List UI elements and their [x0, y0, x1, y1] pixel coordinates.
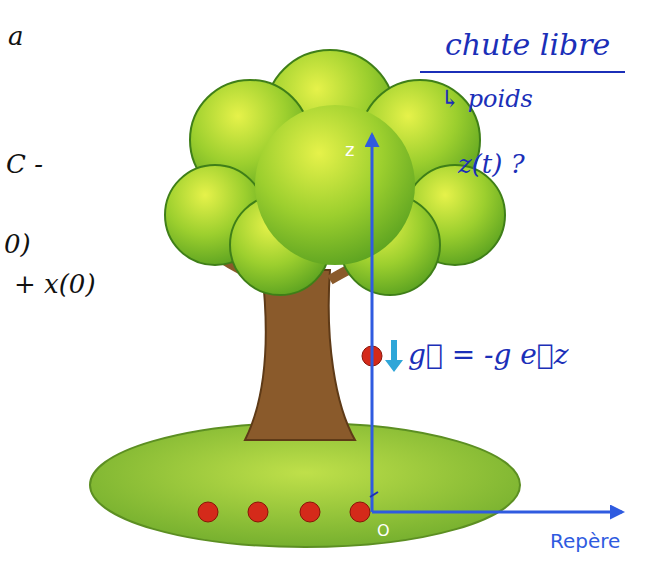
title-note: chute libre — [445, 28, 610, 61]
trunk — [245, 270, 355, 440]
x-axis — [372, 511, 622, 514]
frame-label: Repère — [550, 530, 620, 552]
cut-text: + x(0) — [14, 270, 96, 299]
grass — [90, 423, 520, 547]
weight-arrow — [385, 340, 403, 372]
cut-text: 0) — [4, 230, 31, 259]
question-note: z(t) ? — [458, 150, 525, 179]
origin-label: O — [377, 522, 390, 540]
z-axis — [371, 135, 374, 512]
gravity-vector: g⃗ = -g e⃗z — [408, 340, 568, 371]
cut-text: a — [8, 22, 24, 51]
force-note: ↳ poids — [440, 86, 533, 112]
axis-label: z — [345, 140, 354, 160]
apples — [198, 502, 370, 522]
cut-text: C - — [6, 150, 43, 179]
underline — [420, 71, 625, 73]
